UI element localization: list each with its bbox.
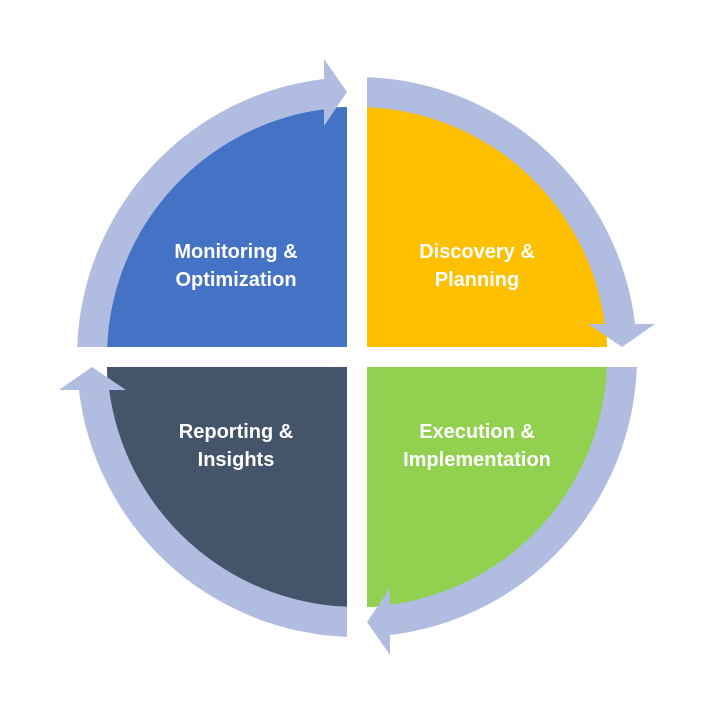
stage-sector-monitoring: [107, 107, 347, 347]
stage-title-line1: Discovery &: [419, 241, 535, 263]
cycle-arrow-icon: [367, 367, 637, 655]
cycle-arrow-icon: [367, 77, 655, 348]
stage-sector-execution: [367, 367, 607, 607]
stage-title-line2: Insights: [197, 449, 275, 471]
cycle-arrow-icon: [77, 59, 347, 347]
stage-title-line2: Implementation: [403, 449, 551, 471]
stage-label-discovery: Discovery & Planning: [367, 238, 587, 294]
stage-title-line1: Monitoring &: [174, 241, 298, 263]
stage-title-line1: Reporting &: [178, 421, 294, 443]
stage-title-line2: Optimization: [175, 269, 297, 291]
cycle-arrow-icon: [59, 367, 347, 637]
stage-sector-discovery: [367, 107, 607, 347]
stage-sector-reporting: [107, 367, 347, 607]
stage-title-line1: Execution &: [419, 421, 535, 443]
stage-title-line2: Planning: [434, 269, 520, 291]
stage-label-reporting: Reporting & Insights: [126, 418, 346, 474]
stage-label-execution: Execution & Implementation: [367, 418, 587, 474]
stage-label-monitoring: Monitoring & Optimization: [126, 238, 346, 294]
